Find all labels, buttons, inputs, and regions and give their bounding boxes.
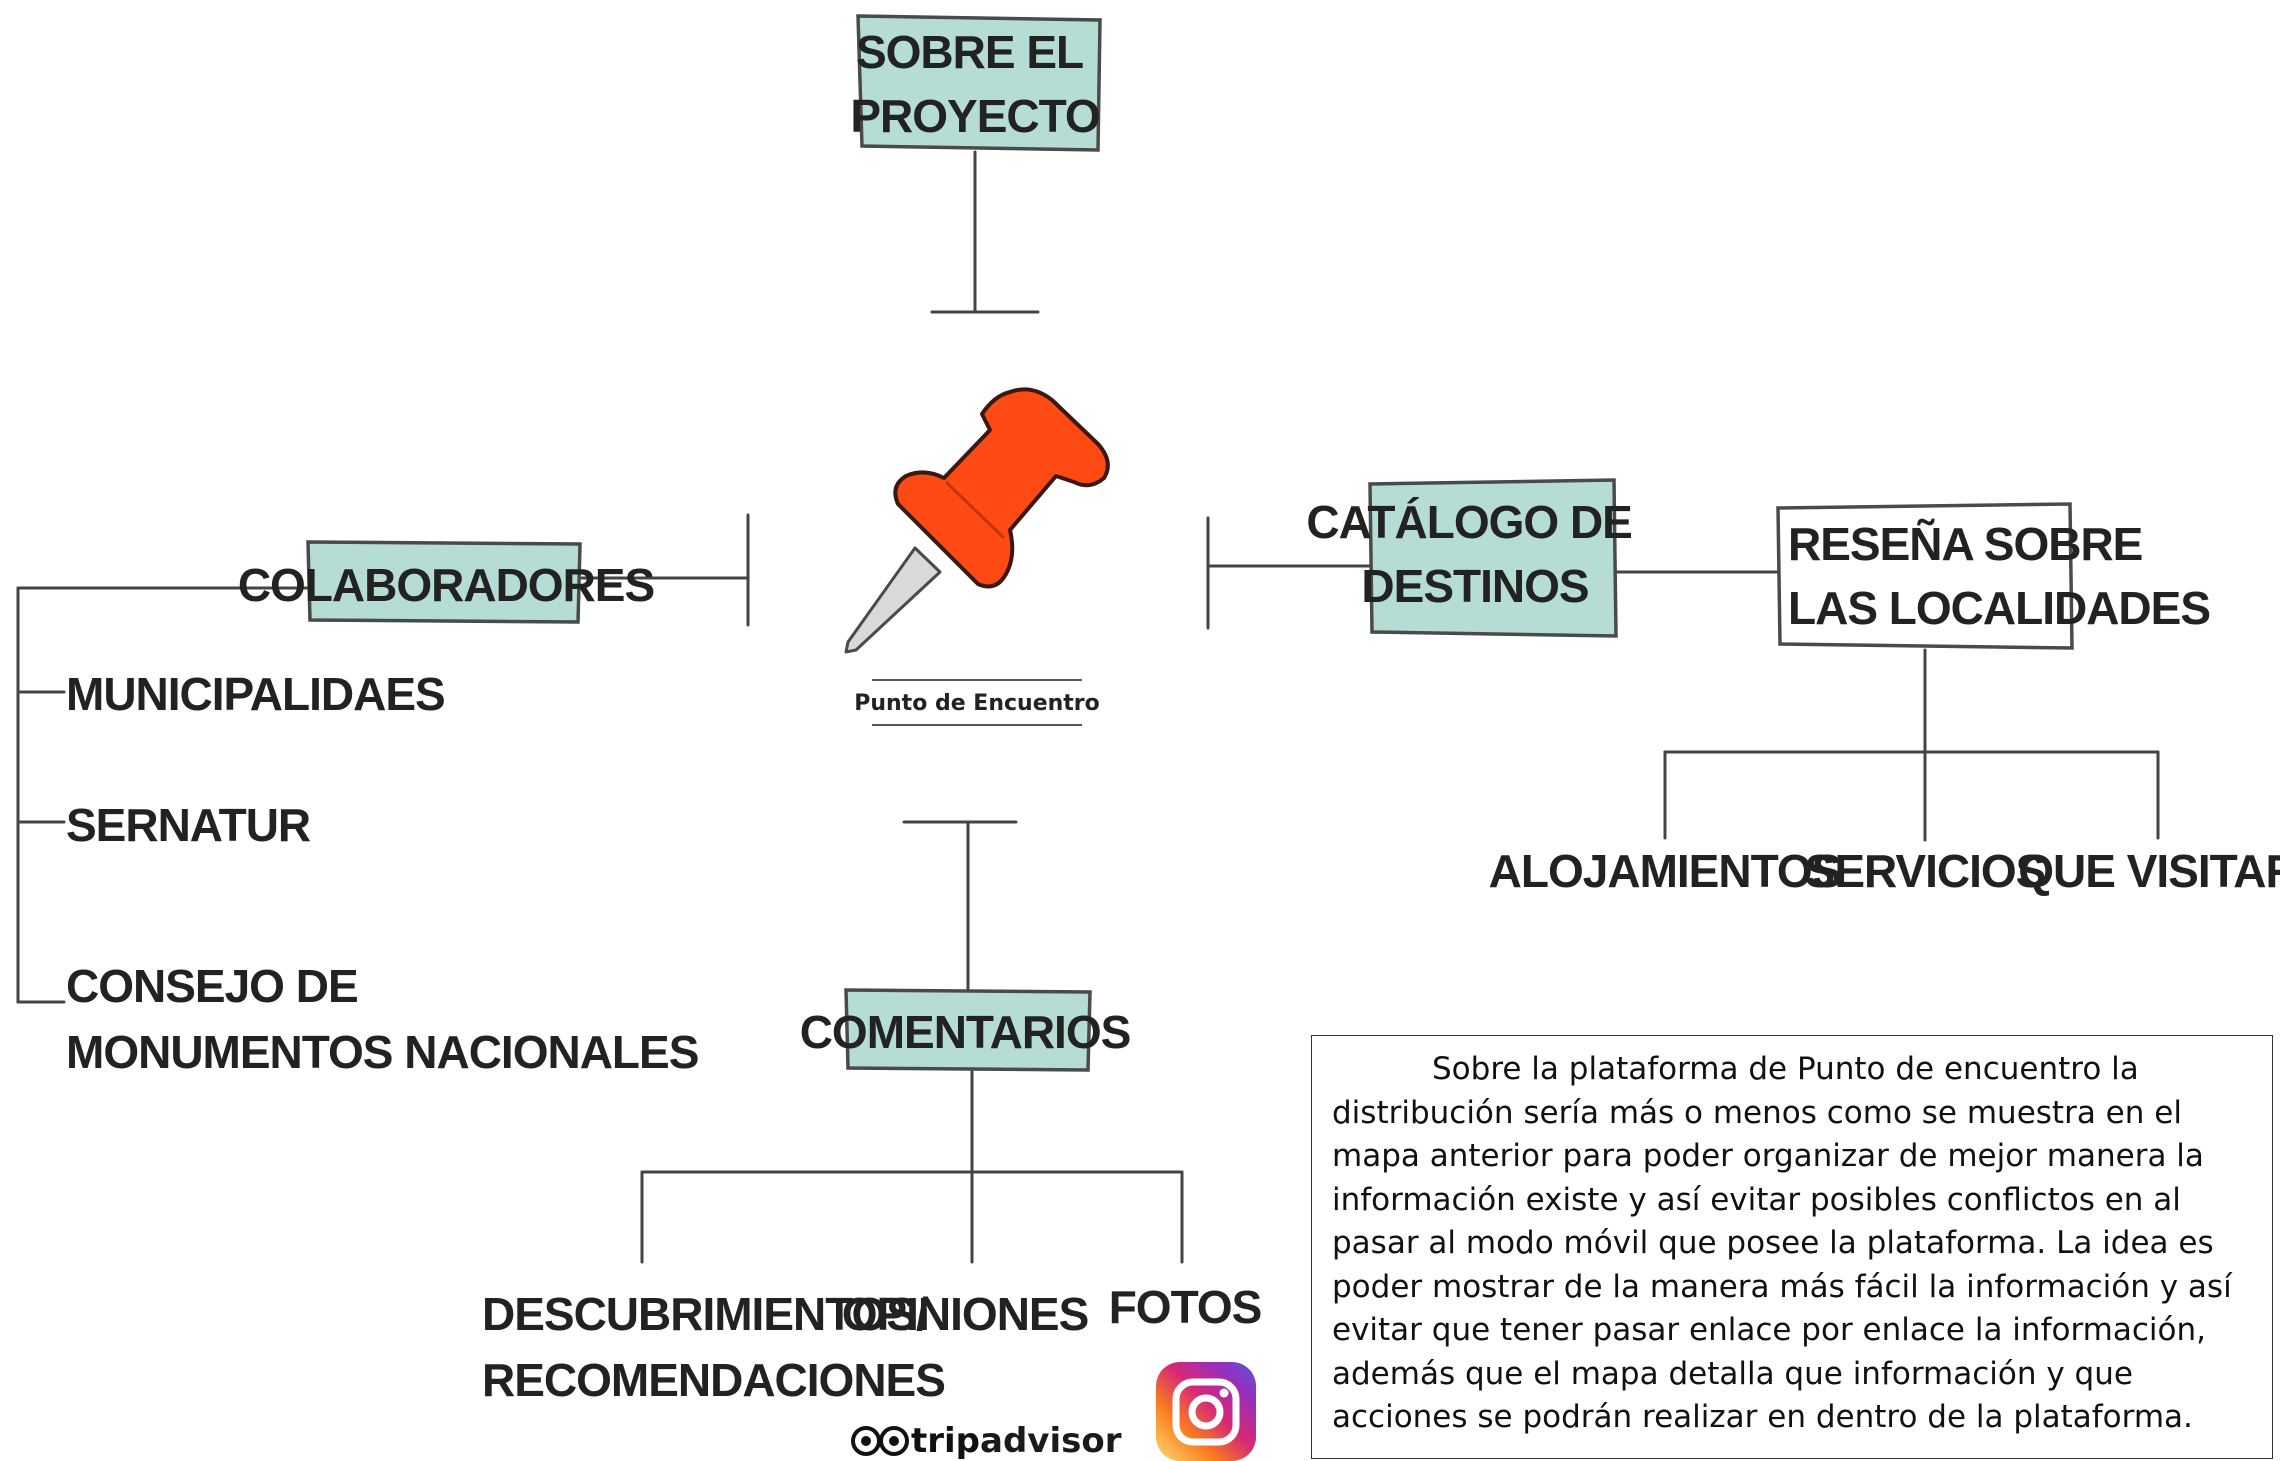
label-alojamientos[interactable]: ALOJAMIENTOS (1489, 845, 1843, 897)
label-que-visitar[interactable]: QUE VISITAR (2018, 845, 2280, 897)
svg-text:RESEÑA SOBRE LAS LOCALID: RESEÑA SOBRE LAS LOCALIDADES (1788, 518, 2210, 634)
svg-text:COMENTARIOS: COMENTARIOS (800, 1006, 1131, 1058)
label-fotos[interactable]: FOTOS (1109, 1281, 1263, 1333)
label-opiniones[interactable]: OPINIONES (842, 1288, 1090, 1340)
label-descubrimientos-recomendaciones[interactable]: DESCUBRIMIENTOS/ RECOMENDACIONES (482, 1288, 946, 1406)
connector-lines (16, 150, 2160, 1264)
node-colaboradores[interactable]: COLABORADORES (238, 540, 655, 624)
node-catalogo-de-destinos[interactable]: CATÁLOGO DE DESTINOS (1306, 478, 1643, 638)
svg-text:tripadvisor: tripadvisor (911, 1421, 1122, 1461)
svg-text:SOBRE EL PROYECTO: SOBRE EL PROYECTO (850, 26, 1099, 142)
description-text-box: Sobre la plataforma de Punto de encuentr… (1311, 1035, 2273, 1459)
logo-text: Punto de Encuentro (854, 691, 1100, 716)
node-resena-sobre-las-localidades[interactable]: RESEÑA SOBRE LAS LOCALIDADES (1776, 502, 2211, 650)
svg-text:CATÁLOGO DE DESTINOS: CATÁLOGO DE DESTINOS (1306, 496, 1643, 612)
instagram-icon (1156, 1362, 1256, 1461)
node-sobre-el-proyecto[interactable]: SOBRE EL PROYECTO (850, 14, 1102, 152)
label-servicios[interactable]: SERVICIOS (1805, 845, 2047, 897)
node-comentarios[interactable]: COMENTARIOS (800, 988, 1131, 1072)
label-sernatur[interactable]: SERNATUR (66, 799, 312, 851)
label-municipalidades[interactable]: MUNICIPALIDAES (66, 668, 446, 720)
owl-eyes-icon (851, 1426, 909, 1456)
tripadvisor-logo: tripadvisor (851, 1421, 1122, 1461)
svg-text:COLABORADORES: COLABORADORES (238, 559, 654, 611)
push-pin-icon (844, 387, 1110, 654)
push-pin-logo: Punto de Encuentro (844, 387, 1110, 726)
label-consejo-monumentos[interactable]: CONSEJO DE MONUMENTOS NACIONALES (66, 960, 699, 1078)
